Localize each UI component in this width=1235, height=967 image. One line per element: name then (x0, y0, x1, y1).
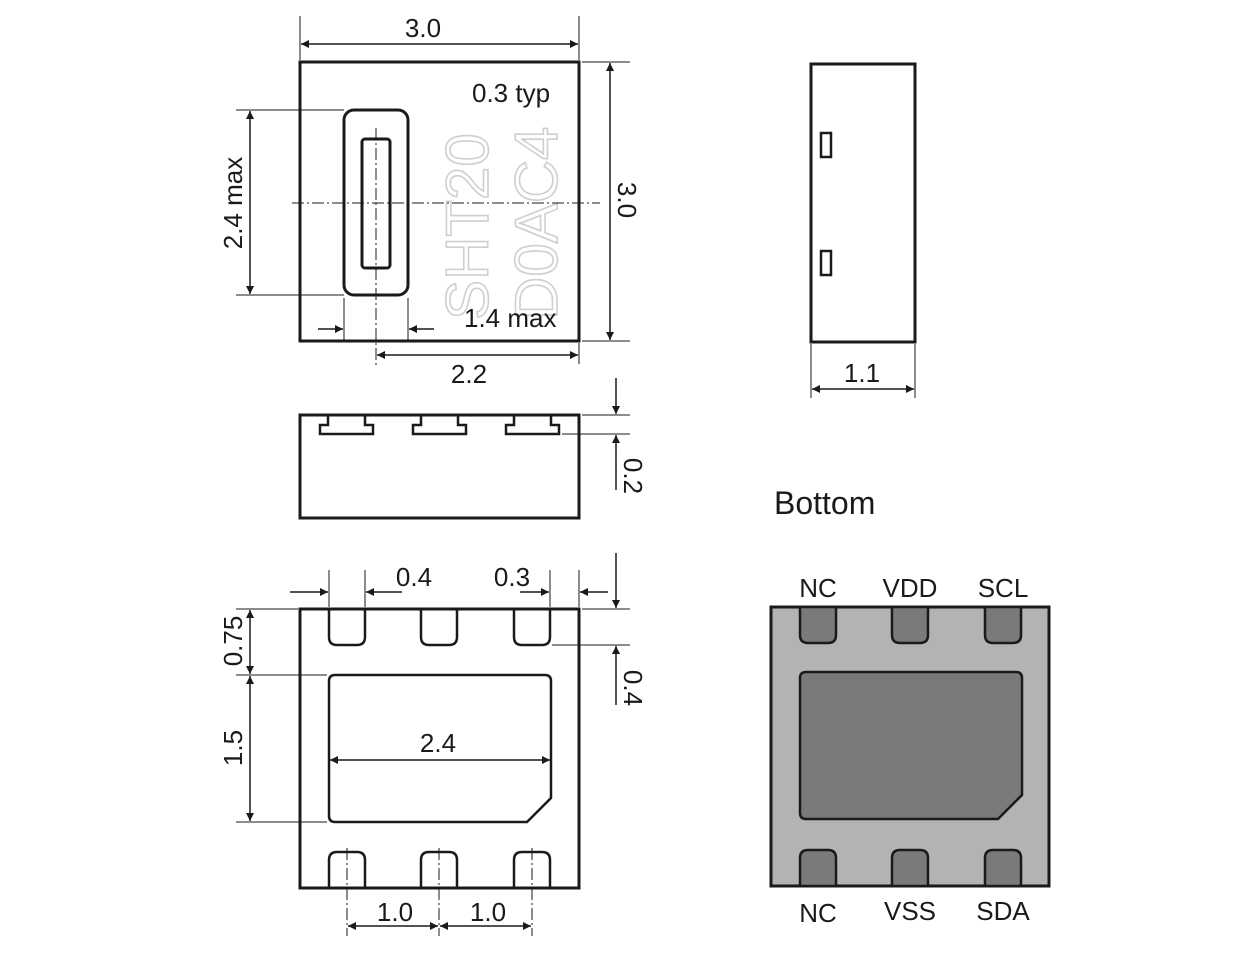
front-pad-2 (411, 415, 468, 436)
pinout-die-pad (798, 670, 1024, 821)
pinout-pad-top-1 (798, 605, 838, 645)
bottom-title: Bottom (774, 485, 875, 521)
pin-label-bottom-1: NC (799, 898, 837, 928)
dim-edge-gap-label: 0.3 (494, 562, 530, 592)
dim-center-offset-label: 2.2 (451, 359, 487, 389)
pin-label-top-3: SCL (978, 573, 1029, 603)
pinout-pad-bottom-3 (983, 848, 1023, 888)
right-side-view: 1.1 (809, 62, 917, 398)
bottom-dimensioned-view: 0.4 0.3 0.4 0.75 1.5 2.4 1.0 1.0 (218, 553, 648, 936)
front-side-view: 0.2 (298, 378, 648, 520)
die-pad (327, 673, 553, 824)
front-view-outline (298, 413, 581, 520)
side-view-outline (809, 62, 917, 344)
front-pad-1 (318, 415, 375, 436)
pin-label-bottom-3: SDA (976, 896, 1030, 926)
pad-top-1 (327, 609, 367, 647)
side-pad-upper (819, 131, 833, 159)
dim-cap-height-label: 2.4 max (218, 157, 248, 250)
top-view-outline (298, 60, 581, 343)
pin-label-bottom-2: VSS (884, 896, 936, 926)
front-pad-3 (504, 415, 561, 436)
pad-top-3 (512, 609, 552, 647)
side-pad-lower (819, 249, 833, 277)
pinout-pad-bottom-2 (890, 848, 930, 888)
dim-row-offset-label: 0.75 (218, 616, 248, 667)
pin-label-top-2: VDD (883, 573, 938, 603)
pinout-pad-top-3 (983, 605, 1023, 645)
dim-die-pad-height-label: 1.5 (218, 730, 248, 766)
dim-opening-label: 0.3 typ (472, 78, 550, 108)
dim-pad-width-label: 0.4 (396, 562, 432, 592)
dim-pitch-right-label: 1.0 (470, 897, 506, 927)
top-view: SHT20 D0AC4 3.0 3.0 0.3 typ 2.4 max 1.4 … (218, 13, 642, 389)
marking-line1: SHT20 (434, 133, 501, 320)
pad-top-2 (419, 609, 459, 647)
bottom-pinout-view: Bottom NC VDD SCL NC VSS SDA (769, 485, 1051, 928)
dim-top-width-label: 3.0 (405, 13, 441, 43)
dim-thickness-label: 1.1 (844, 358, 880, 388)
dim-pad-length-label: 0.4 (618, 670, 648, 706)
dim-die-pad-width-label: 2.4 (420, 728, 456, 758)
pinout-pad-bottom-1 (798, 848, 838, 888)
pinout-pad-top-2 (890, 605, 930, 645)
dim-pitch-left-label: 1.0 (377, 897, 413, 927)
pin-label-top-1: NC (799, 573, 837, 603)
dim-cap-width-label: 1.4 max (464, 303, 557, 333)
marking-line2: D0AC4 (503, 127, 570, 320)
dim-pad-height-label: 0.2 (618, 458, 648, 494)
dim-top-height-label: 3.0 (612, 182, 642, 218)
